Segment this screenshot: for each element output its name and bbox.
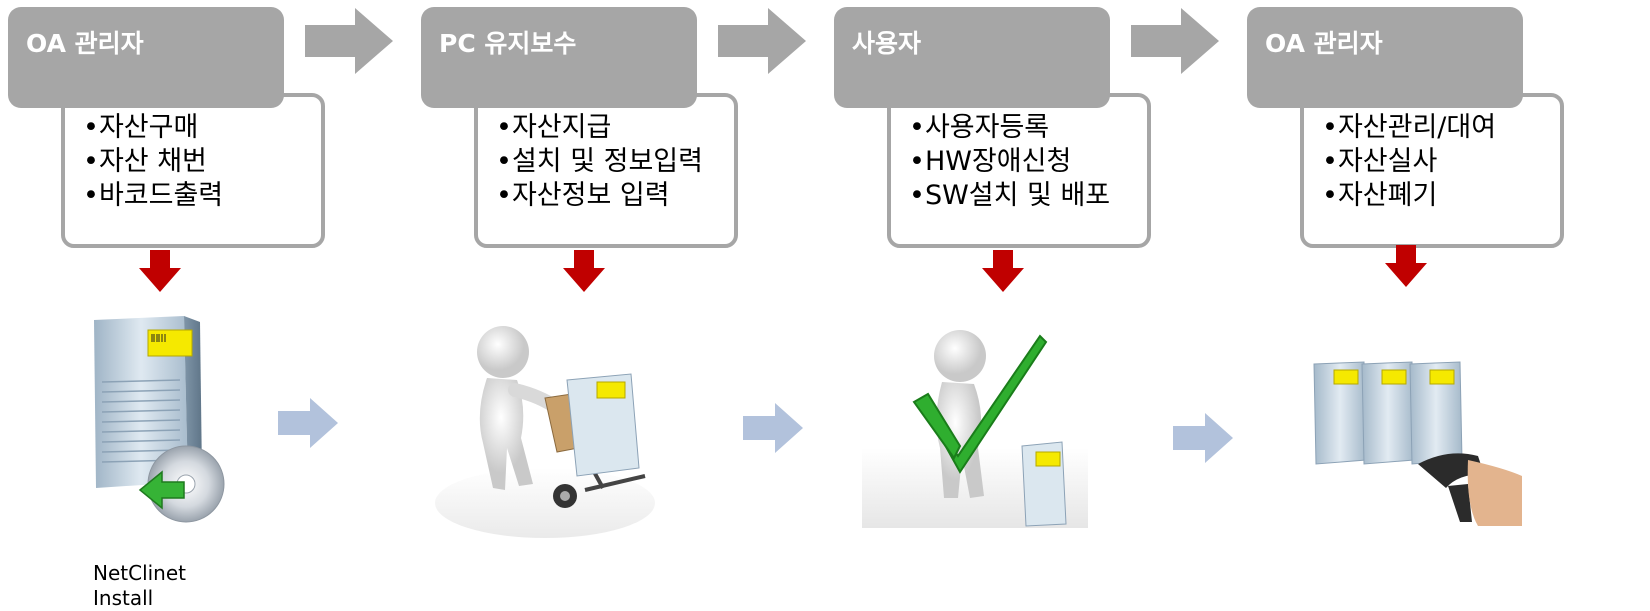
stage-1-item-2: 자산 채번: [83, 145, 223, 179]
down-arrow-2-icon: [563, 250, 605, 292]
stage-2-item-list: 자산지급 설치 및 정보입력 자산정보 입력: [496, 111, 703, 213]
flow-arrow-2-3-icon: [718, 8, 806, 74]
install-caption: NetClinet Install: [93, 561, 186, 611]
stage-3-item-2: HW장애신청: [909, 145, 1110, 179]
stage-4-header: OA 관리자: [1247, 7, 1523, 108]
stage-4-item-list: 자산관리/대여 자산실사 자산폐기: [1322, 111, 1496, 213]
stage-2-item-2: 설치 및 정보입력: [496, 145, 703, 179]
checkmark-illustration: [862, 330, 1088, 528]
stage-3-item-list: 사용자등록 HW장애신청 SW설치 및 배포: [909, 111, 1110, 213]
stage-2-item-3: 자산정보 입력: [496, 179, 703, 213]
install-caption-line2: Install: [93, 586, 154, 610]
stage-3-title: 사용자: [852, 29, 922, 58]
stage-2-description-box: 자산지급 설치 및 정보입력 자산정보 입력: [474, 93, 738, 248]
stage-2-header: PC 유지보수: [421, 7, 697, 108]
flow-arrow-3-4-icon: [1131, 8, 1219, 74]
down-arrow-3-icon: [982, 250, 1024, 292]
stage-1-item-list: 자산구매 자산 채번 바코드출력: [83, 111, 223, 213]
mid-arrow-3-4-icon: [1173, 413, 1233, 463]
stage-1-title: OA 관리자: [26, 29, 144, 58]
servers-scanner-illustration: [1313, 361, 1522, 526]
stage-4-title: OA 관리자: [1265, 29, 1383, 58]
server-rack-group: [1313, 361, 1463, 465]
flow-arrow-1-2-icon: [305, 8, 393, 74]
stage-1-description-box: 자산구매 자산 채번 바코드출력: [61, 93, 325, 248]
stage-2-item-1: 자산지급: [496, 111, 703, 145]
stage-3-item-1: 사용자등록: [909, 111, 1110, 145]
stage-4-item-2: 자산실사: [1322, 145, 1496, 179]
mid-arrow-2-3-icon: [743, 403, 803, 453]
install-caption-line1: NetClinet: [93, 561, 187, 585]
stage-1-header: OA 관리자: [8, 7, 284, 108]
down-arrow-4-icon: [1385, 245, 1427, 287]
stage-1-item-3: 바코드출력: [83, 179, 223, 213]
stage-1-item-1: 자산구매: [83, 111, 223, 145]
hand-truck-illustration: [435, 326, 655, 538]
server-install-illustration: [94, 316, 225, 523]
stage-4-description-box: 자산관리/대여 자산실사 자산폐기: [1300, 93, 1564, 248]
stage-4-item-1: 자산관리/대여: [1322, 111, 1496, 145]
stage-2-title: PC 유지보수: [439, 29, 577, 58]
stage-4-item-3: 자산폐기: [1322, 179, 1496, 213]
down-arrow-1-icon: [139, 250, 181, 292]
mid-arrow-1-2-icon: [278, 398, 338, 448]
stage-3-item-3: SW설치 및 배포: [909, 179, 1110, 213]
stage-3-header: 사용자: [834, 7, 1110, 108]
stage-3-description-box: 사용자등록 HW장애신청 SW설치 및 배포: [887, 93, 1151, 248]
